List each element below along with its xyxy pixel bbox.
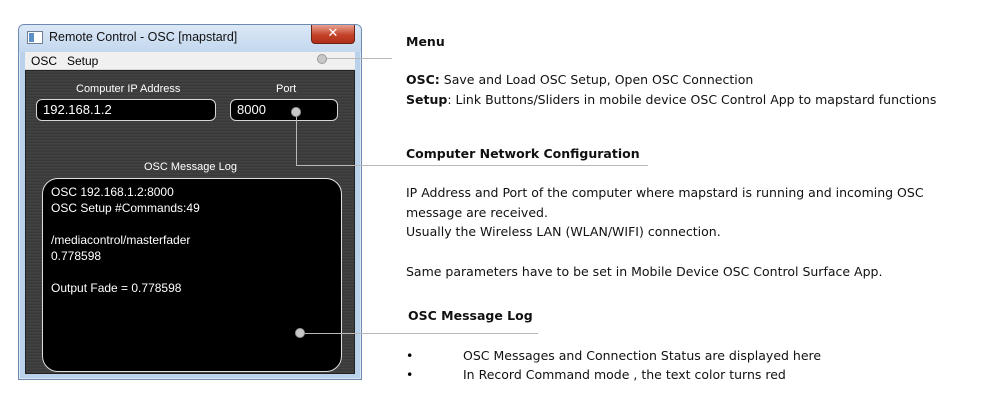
message-log[interactable]: OSC 192.168.1.2:8000 OSC Setup #Commands…	[42, 178, 342, 372]
log-line: /mediacontrol/masterfader	[51, 233, 191, 247]
bullet: •	[406, 367, 414, 382]
network-annotation-line: Usually the Wireless LAN (WLAN/WIFI) con…	[406, 224, 721, 239]
network-callout-line	[296, 165, 648, 166]
network-callout-dot	[291, 107, 301, 117]
log-annotation-item: OSC Messages and Connection Status are d…	[463, 348, 822, 363]
title-bar[interactable]: Remote Control - OSC [mapstard] ✕	[19, 25, 361, 52]
menu-callout-dot	[317, 54, 327, 64]
log-line: 0.778598	[51, 249, 102, 263]
close-button[interactable]: ✕	[311, 25, 355, 44]
osc-term: OSC:	[406, 72, 440, 87]
menu-callout-line	[322, 58, 392, 59]
menu-bar: OSC Setup	[25, 52, 355, 70]
menu-annotation-heading: Menu	[406, 34, 445, 49]
osc-description: Save and Load OSC Setup, Open OSC Connec…	[439, 72, 754, 87]
network-annotation-heading: Computer Network Configuration	[406, 146, 640, 161]
network-annotation-line: message are received.	[406, 205, 548, 220]
network-callout-vline	[296, 112, 297, 165]
setup-description: : Link Buttons/Sliders in mobile device …	[447, 92, 937, 107]
log-annotation-heading: OSC Message Log	[408, 308, 533, 323]
menu-osc[interactable]: OSC	[31, 54, 58, 68]
log-line: Output Fade = 0.778598	[51, 281, 182, 295]
menu-annotation-setup: Setup: Link Buttons/Sliders in mobile de…	[406, 92, 936, 107]
menu-setup[interactable]: Setup	[67, 54, 99, 68]
log-callout-dot	[295, 328, 305, 338]
window-title: Remote Control - OSC [mapstard]	[49, 30, 238, 44]
network-annotation-line: Same parameters have to be set in Mobile…	[406, 264, 883, 279]
ip-address-field[interactable]: 192.168.1.2	[36, 99, 216, 121]
app-icon	[27, 31, 43, 44]
port-label: Port	[276, 83, 297, 95]
log-line	[51, 216, 333, 232]
ip-address-label: Computer IP Address	[76, 83, 181, 95]
menu-annotation-osc: OSC: Save and Load OSC Setup, Open OSC C…	[406, 72, 753, 87]
log-line: OSC 192.168.1.2:8000	[51, 185, 174, 199]
log-line	[51, 264, 333, 280]
setup-term: Setup	[406, 92, 448, 107]
network-annotation-line: IP Address and Port of the computer wher…	[406, 185, 924, 200]
port-field[interactable]: 8000	[230, 99, 338, 121]
log-line: OSC Setup #Commands:49	[51, 201, 200, 215]
remote-control-window: Remote Control - OSC [mapstard] ✕ OSC Se…	[18, 24, 362, 380]
message-log-label: OSC Message Log	[144, 161, 237, 173]
log-annotation-item: In Record Command mode , the text color …	[463, 367, 786, 382]
log-callout-line	[300, 333, 538, 334]
client-area: Computer IP Address Port 192.168.1.2 800…	[25, 70, 355, 374]
bullet: •	[406, 348, 414, 363]
